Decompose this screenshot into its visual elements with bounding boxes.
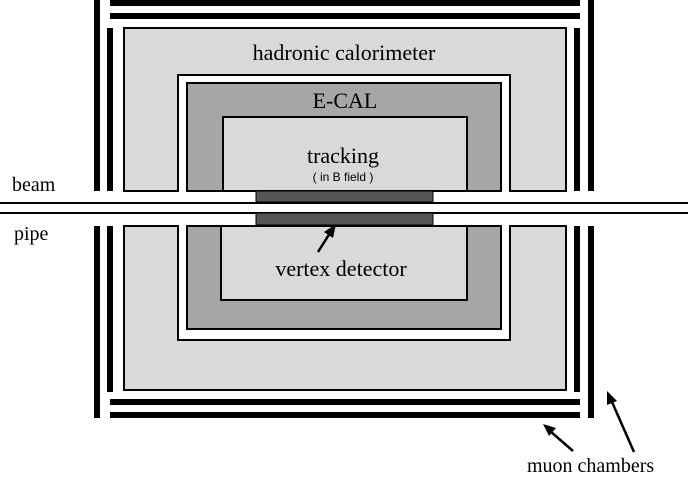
vertex-detector-label: vertex detector <box>275 256 407 281</box>
tracking-note-label: ( in B field ) <box>313 170 374 184</box>
muon-chambers-top <box>94 0 594 191</box>
tracking-bottom <box>220 225 468 301</box>
muon-bar <box>588 0 594 191</box>
vertex-detector-lower <box>255 212 434 226</box>
muon-bar <box>94 0 100 191</box>
muon-bar <box>574 226 580 392</box>
ecal-label: E-CAL <box>313 88 378 113</box>
muon-bar <box>588 226 594 418</box>
muon-chambers-bottom <box>94 226 594 418</box>
hcal-top <box>123 27 567 192</box>
pipe-label: pipe <box>14 223 49 245</box>
muon-chambers-label: muon chambers <box>527 455 654 477</box>
beam-pipe <box>0 202 688 214</box>
hcal-label: hadronic calorimeter <box>253 40 436 65</box>
muon-bar <box>574 28 580 191</box>
vertex-detector-upper <box>255 190 434 203</box>
muon-bar <box>110 0 580 6</box>
muon-bar <box>110 13 580 19</box>
tracking-top <box>222 116 468 192</box>
muon-bar <box>107 28 113 191</box>
tracking-label: tracking <box>307 143 379 168</box>
muon-bar <box>110 412 580 418</box>
beam-label: beam <box>12 174 56 196</box>
hcal-bottom <box>123 225 567 391</box>
muon-bar <box>110 399 580 405</box>
muon-arrow-right <box>607 391 636 453</box>
muon-bar <box>107 226 113 392</box>
vertex-arrow <box>316 224 336 253</box>
muon-bar <box>94 226 100 418</box>
muon-arrow-left <box>543 424 574 452</box>
